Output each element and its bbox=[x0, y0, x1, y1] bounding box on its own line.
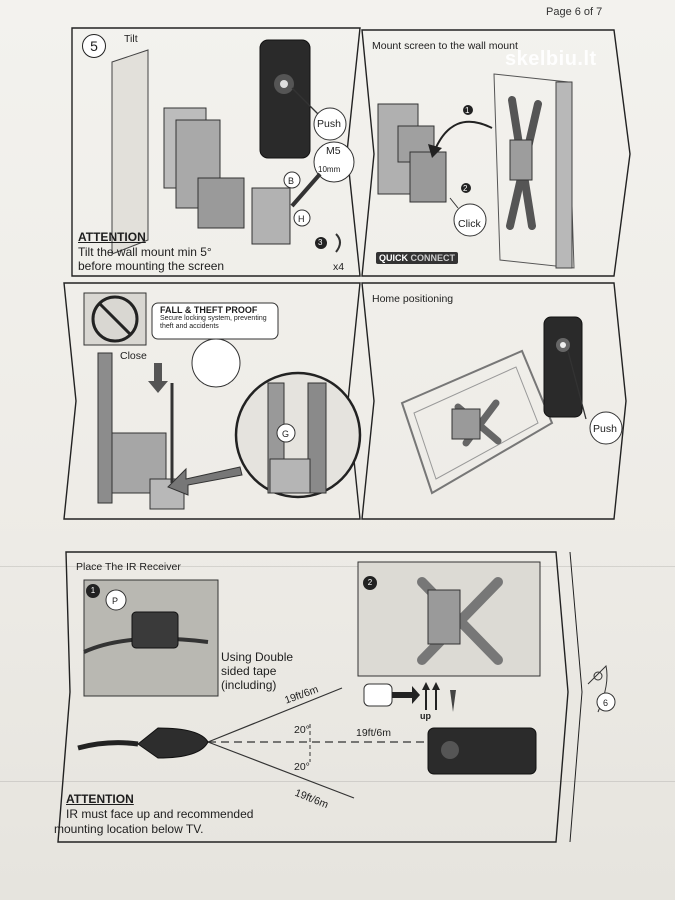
quick-label: QUICK bbox=[379, 253, 408, 263]
ir-step-1-badge: 1 bbox=[86, 584, 100, 598]
ir-attention-heading: ATTENTION bbox=[66, 792, 134, 806]
tape-line-3: (including) bbox=[221, 678, 277, 692]
attention-text-2: before mounting the screen bbox=[78, 259, 225, 273]
angle-bottom: 20° bbox=[294, 761, 310, 773]
home-push-label: Push bbox=[593, 423, 617, 435]
bolt-spec: M5 bbox=[326, 145, 341, 157]
ir-step-2-badge: 2 bbox=[363, 576, 377, 590]
part-h-label: H bbox=[298, 214, 305, 224]
panel-ir: Place The IR Receiver 1 2 P Using Double… bbox=[54, 551, 620, 843]
panel-fall-theft: FALL & THEFT PROOF Secure locking system… bbox=[63, 282, 362, 520]
home-illustration bbox=[361, 282, 627, 520]
ir-illustration bbox=[57, 551, 616, 843]
ir-title: Place The IR Receiver bbox=[76, 561, 181, 573]
fall-theft-heading: FALL & THEFT PROOF bbox=[160, 305, 258, 315]
push-label: Push bbox=[317, 118, 341, 130]
connect-label: CONNECT bbox=[410, 253, 456, 263]
mount-step-1: 1 bbox=[465, 106, 470, 115]
watermark: skelbiu.lt bbox=[505, 48, 597, 70]
distance-middle: 19ft/6m bbox=[356, 727, 392, 739]
close-label: Close bbox=[120, 350, 147, 362]
tape-line-1: Using Double bbox=[221, 650, 294, 664]
paper-fold-line bbox=[0, 781, 675, 782]
up-label: up bbox=[420, 711, 431, 721]
ir-attention-text-2: mounting location below TV. bbox=[54, 822, 204, 836]
quick-connect-logo: QUICK CONNECT bbox=[376, 252, 459, 264]
panel-mount: Mount screen to the wall mount 1 2 Click… bbox=[361, 29, 652, 277]
quantity-label: x4 bbox=[333, 261, 345, 273]
click-label: Click bbox=[458, 218, 481, 230]
page-number: Page 6 of 7 bbox=[546, 6, 603, 18]
home-title: Home positioning bbox=[372, 293, 454, 305]
fall-theft-illustration bbox=[63, 282, 362, 520]
mount-title: Mount screen to the wall mount bbox=[372, 40, 518, 52]
bolt-length: 10mm bbox=[318, 165, 341, 174]
tape-line-2: sided tape bbox=[221, 664, 277, 678]
part-g-label: G bbox=[282, 429, 290, 439]
panel-tilt: 5 Tilt Push M5 10mm B H 3 x4 ATTENTION T… bbox=[64, 27, 361, 277]
part-b-label: B bbox=[288, 176, 295, 186]
next-step-6: 6 bbox=[603, 698, 609, 708]
angle-top: 20° bbox=[294, 724, 310, 736]
mount-step-2: 2 bbox=[463, 184, 468, 193]
step-5-badge: 5 bbox=[82, 34, 106, 58]
paper-fold-line bbox=[0, 566, 675, 567]
ir-attention-text-1: IR must face up and recommended bbox=[66, 807, 254, 821]
attention-heading: ATTENTION bbox=[78, 230, 146, 244]
fall-theft-desc: Secure locking system, preventing theft … bbox=[160, 315, 267, 330]
attention-text-1: Tilt the wall mount min 5° bbox=[78, 245, 212, 259]
tilt-illustration bbox=[71, 27, 361, 277]
part-p-label: P bbox=[112, 596, 119, 606]
mount-illustration bbox=[361, 29, 631, 277]
sub-step-3: 3 bbox=[318, 238, 323, 247]
tilt-title: Tilt bbox=[124, 33, 138, 45]
panel-home: Home positioning Push bbox=[361, 282, 652, 520]
